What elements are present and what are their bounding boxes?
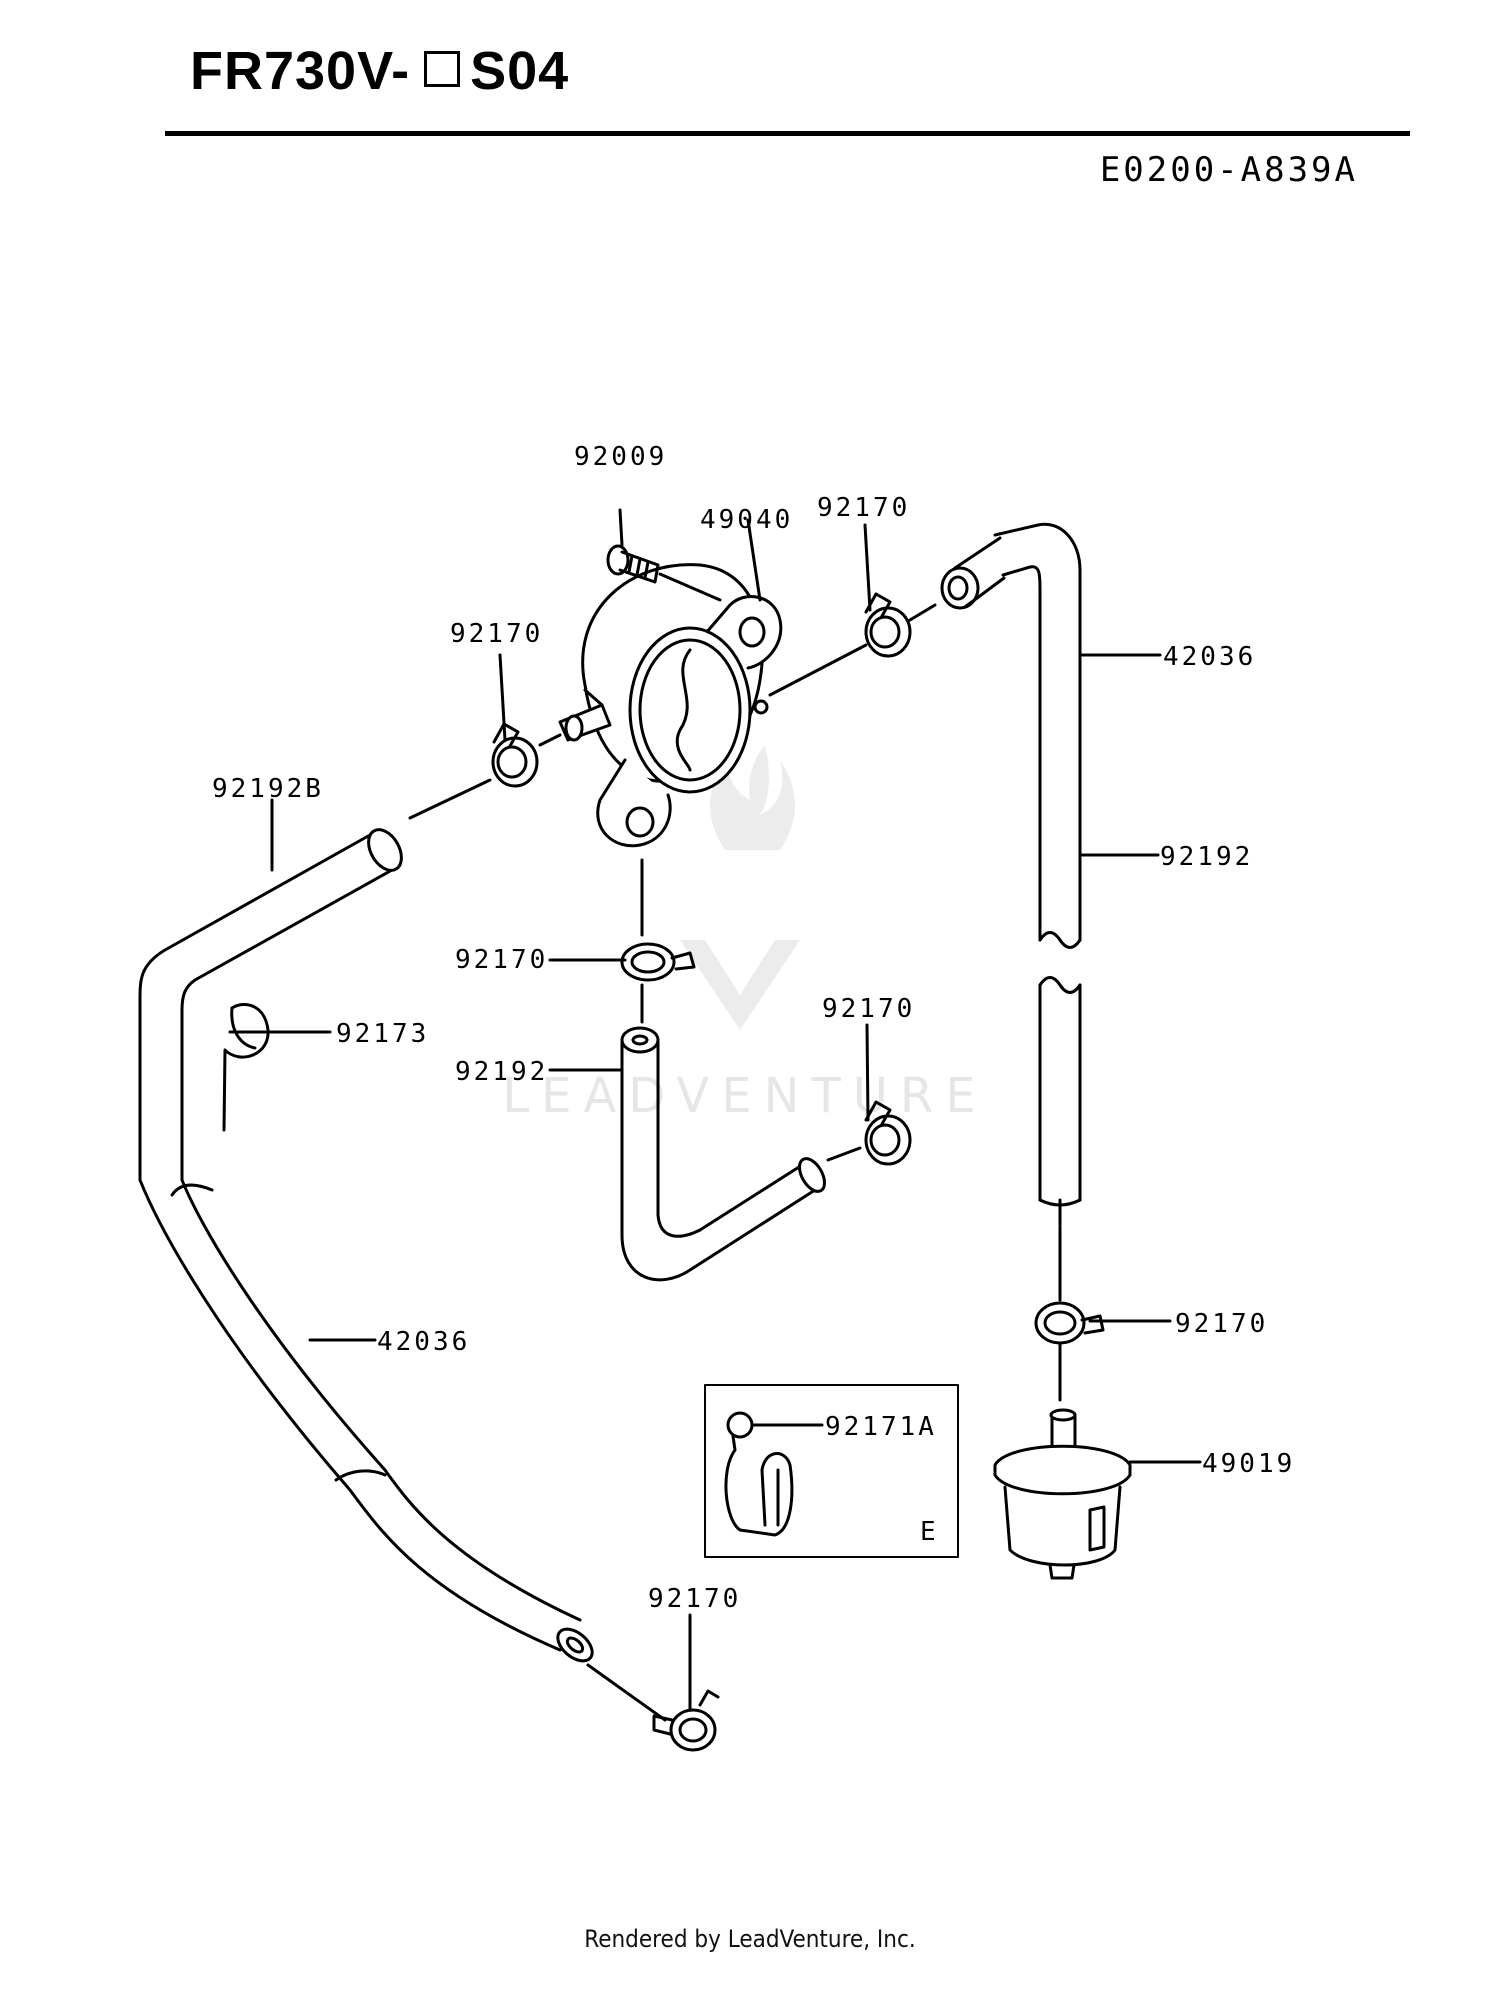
fuel-pump[interactable] (558, 563, 783, 848)
hose-clip (222, 1003, 270, 1132)
label-92009[interactable]: 92009 (574, 442, 667, 472)
header-rule (165, 131, 1410, 136)
bolt (606, 544, 660, 584)
watermark-text: LEADVENTURE (502, 1068, 987, 1124)
hose-left-92192b (138, 828, 403, 1182)
inset-tag: E (920, 1517, 939, 1547)
label-92170-center[interactable]: 92170 (455, 945, 548, 975)
hose-right-92192 (1038, 803, 1082, 1207)
label-92170-filter[interactable]: 92170 (1175, 1309, 1268, 1339)
label-92170-top[interactable]: 92170 (817, 493, 910, 523)
diagram-code: E0200-A839A (1099, 150, 1358, 190)
model-prefix: FR730V- (190, 41, 411, 101)
model-variant-box (424, 51, 461, 87)
label-42036-left[interactable]: 42036 (377, 1327, 470, 1357)
label-92192-center[interactable]: 92192 (455, 1057, 548, 1087)
label-42036-top[interactable]: 42036 (1163, 642, 1256, 672)
label-49019[interactable]: 49019 (1202, 1449, 1295, 1479)
clamp-left (491, 722, 539, 788)
footer-credit: Rendered by LeadVenture, Inc. (584, 1925, 916, 1953)
clamp-filter (1034, 1301, 1105, 1359)
label-92192-right[interactable]: 92192 (1160, 842, 1253, 872)
watermark: LEADVENTURE (502, 745, 987, 1124)
label-92171a[interactable]: 92171A (825, 1412, 937, 1442)
clamp-center (620, 942, 696, 982)
fuel-filter[interactable] (993, 1408, 1132, 1580)
label-92170-left[interactable]: 92170 (450, 619, 543, 649)
hose-left-42036 (138, 1178, 594, 1663)
label-49040[interactable]: 49040 (700, 505, 793, 535)
inset-e (704, 1384, 959, 1558)
model-suffix: S04 (470, 41, 570, 101)
label-92170-mid-right[interactable]: 92170 (822, 994, 915, 1024)
clamp-bottom (652, 1689, 720, 1752)
label-92170-bottom[interactable]: 92170 (648, 1584, 741, 1614)
label-92173[interactable]: 92173 (336, 1019, 429, 1049)
clamp-top-right (864, 592, 912, 658)
clamp-mid-right (864, 1100, 912, 1166)
page-title: FR730V- S04 (190, 40, 569, 102)
hose-center-l (620, 1026, 826, 1282)
part-labels: 92009 49040 92170 92170 42036 92192B 921… (212, 442, 1295, 1614)
hose-right-upper (940, 522, 1082, 807)
label-92192b[interactable]: 92192B (212, 774, 324, 804)
